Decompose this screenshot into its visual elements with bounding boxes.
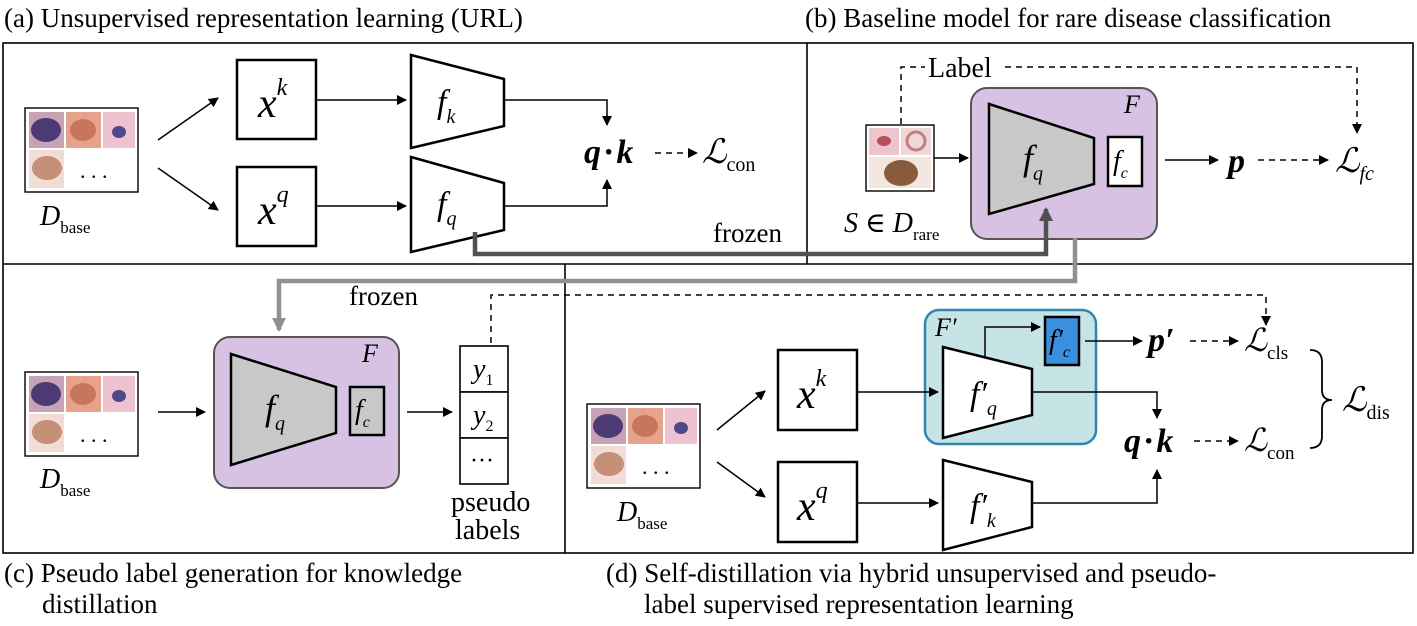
fk-prime-encoder-d <box>941 458 1034 552</box>
fq-prime-label: f′q <box>970 376 997 420</box>
fk-prime-label: f′k <box>970 488 997 532</box>
fc-label-b: fc <box>1113 146 1128 182</box>
xq-label-d: xq <box>796 478 828 530</box>
model-F-prime-label: F′ <box>934 313 957 342</box>
caption-c-line1: (c) Pseudo label generation for knowledg… <box>4 558 462 588</box>
pseudo-label-y2: y2 <box>470 400 493 435</box>
model-F-label-b: F <box>1123 90 1141 119</box>
dataset-ellipsis: . . . <box>80 422 108 447</box>
frozen-label-1: frozen <box>713 218 782 248</box>
arrow-fq-dot-d <box>1032 391 1162 419</box>
caption-c-line2: distillation <box>42 589 158 619</box>
label-text-b: Label <box>928 53 992 84</box>
panel-a: . . . Dbase xk xq fk fq q·k ℒcon <box>24 53 755 254</box>
frozen-label-2: frozen <box>349 281 418 311</box>
loss-cls-d: ℒcls <box>1244 322 1288 364</box>
label-dashed-right <box>1005 66 1362 134</box>
dataset-label-a: Dbase <box>39 201 90 237</box>
caption-a: (a) Unsupervised representation learning… <box>4 3 523 33</box>
arrow-fq-fc-d <box>984 322 1041 357</box>
fq-prime-encoder-d <box>941 345 1034 440</box>
caption-b: (b) Baseline model for rare disease clas… <box>805 3 1332 33</box>
fc-classifier-c <box>348 385 386 437</box>
caption-d-line1: (d) Self-distillation via hybrid unsuper… <box>606 558 1216 588</box>
qk-dot-product-a: q·k <box>584 134 633 171</box>
fc-prime-label: f′c <box>1049 325 1070 361</box>
fq-encoder-c <box>229 352 338 467</box>
arrow-fk-dot-a <box>504 99 612 126</box>
model-F-label-c: F <box>361 339 379 368</box>
panel-frames <box>2 42 1414 554</box>
loss-con-d: ℒcon <box>1244 422 1295 464</box>
xq-label-a: xq <box>257 182 289 234</box>
frozen-arrow-fq-to-baseline <box>472 207 1053 257</box>
pseudo-label-supervision-arrow <box>490 294 1271 343</box>
pseudo-caption-2: labels <box>455 515 520 546</box>
pseudo-label-y1: y1 <box>470 354 493 389</box>
p-output-b: p <box>1225 143 1245 180</box>
dataset-thumbnail-d: . . . <box>586 403 701 489</box>
dataset-thumbnail-c: . . . <box>24 371 139 457</box>
arrow-split-top-a <box>157 97 219 141</box>
xq-box-d <box>776 460 859 544</box>
arrow-fq-dot-a <box>504 179 612 207</box>
fc-prime-classifier-d <box>1043 315 1081 367</box>
dataset-label-d: Dbase <box>616 497 667 533</box>
pseudo-caption-1: pseudo <box>451 487 530 518</box>
arrow-split-top-d <box>716 390 766 431</box>
dataset-thumbnail-a: . . . <box>24 107 139 193</box>
xk-box-d <box>776 348 859 432</box>
frozen-arrow-baseline-to-c <box>272 238 1078 332</box>
fk-encoder-a <box>409 53 506 150</box>
dataset-label-c: Dbase <box>39 464 90 500</box>
dataset-ellipsis: . . . <box>80 158 108 183</box>
pseudo-label-stack <box>459 345 509 485</box>
xk-label-d: xk <box>796 366 827 418</box>
arrow-split-bottom-d <box>716 461 766 498</box>
fq-encoder-a <box>409 155 506 254</box>
label-dashed-left <box>900 66 925 124</box>
rare-sample-thumbnail <box>865 124 935 192</box>
loss-fc-b: ℒfc <box>1335 143 1374 185</box>
fc-label-c: fc <box>355 395 370 431</box>
loss-dis-d: ℒdis <box>1342 382 1390 424</box>
arrow-fk-dot-d <box>1032 469 1162 504</box>
panel-c: . . . Dbase F fq fc y1 y2 ··· pseudo lab… <box>24 294 1271 546</box>
input-label-b: S ∈ Drare <box>844 208 939 244</box>
fc-classifier-b <box>1106 135 1144 188</box>
dataset-ellipsis: . . . <box>642 454 670 479</box>
caption-d-line2: label supervised representation learning <box>644 589 1074 619</box>
arrow-split-bottom-a <box>157 167 219 211</box>
p-prime-output-d: p′ <box>1145 322 1175 359</box>
panel-b: Label S ∈ Drare F fq fc p ℒfc <box>844 53 1374 244</box>
xk-box-a <box>235 58 318 141</box>
fq-encoder-b <box>987 102 1096 216</box>
panel-d: . . . Dbase xk xq F′ f′q f′c f′k p′ ℒcls… <box>586 308 1390 552</box>
pseudo-label-more: ··· <box>470 448 494 474</box>
brace-dis <box>1309 349 1333 449</box>
xk-label-a: xk <box>257 75 288 127</box>
qk-dot-product-d: q·k <box>1124 423 1173 460</box>
loss-con-a: ℒcon <box>702 134 755 176</box>
